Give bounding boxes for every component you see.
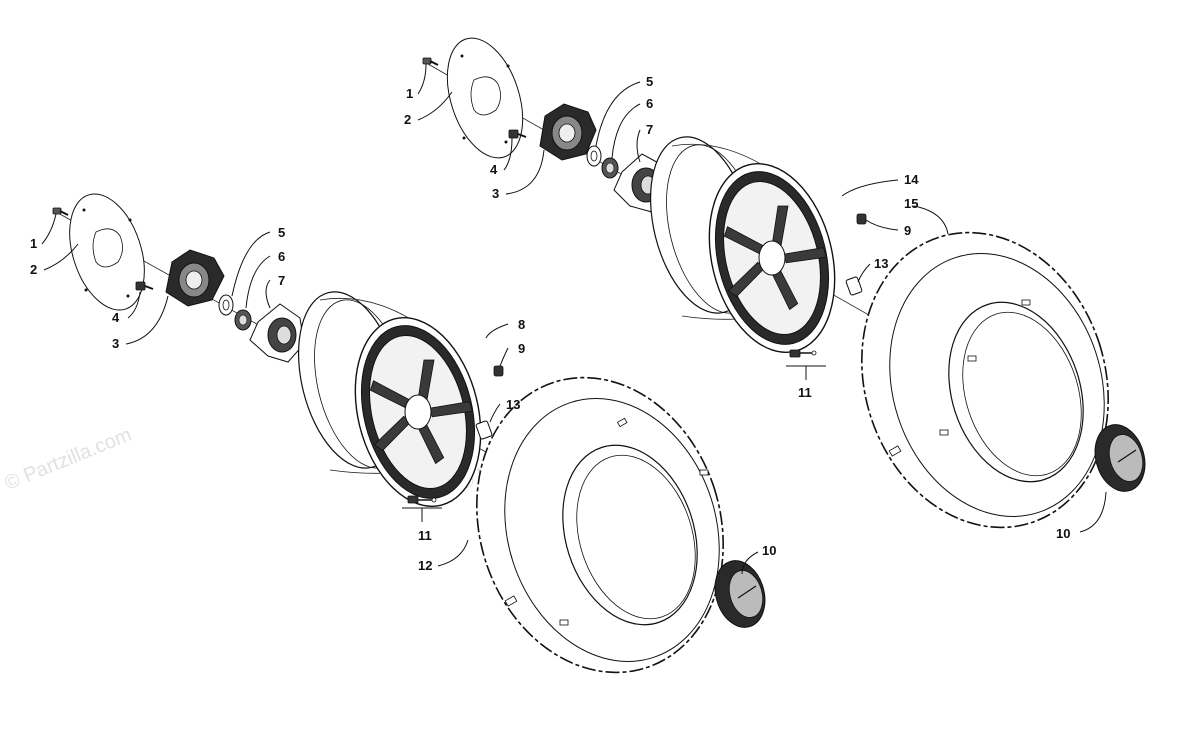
callout-6-left: 6: [278, 249, 285, 264]
lug-nut-right: [856, 213, 867, 225]
callout-2-left: 2: [30, 262, 37, 277]
tire-left: [476, 376, 724, 674]
washer-left: [218, 294, 234, 316]
callout-13-left: 13: [506, 397, 520, 412]
callout-12-left: 12: [418, 558, 432, 573]
hub-cap-left: [714, 560, 766, 628]
brake-disc-right: [446, 37, 524, 159]
callout-labels: 1 2 4 3 5 6 7 8 9 13 11 12 10 1 2 4 3 5 …: [30, 74, 1070, 573]
valve-stem-right: [786, 349, 826, 380]
washer-right: [586, 145, 602, 167]
brake-disc-left: [69, 193, 145, 311]
callout-2-right: 2: [404, 112, 411, 127]
hub-right: [539, 103, 597, 161]
callout-10-right: 10: [1056, 526, 1070, 541]
callout-1-left: 1: [30, 236, 37, 251]
bolt-left: [52, 207, 69, 216]
callout-11-right: 11: [798, 385, 812, 400]
hub-cap-right: [1094, 424, 1146, 492]
lug-nut-left: [493, 365, 504, 377]
bolt-right: [422, 57, 439, 66]
tire-right: [861, 231, 1109, 529]
hub-flange-left: [249, 303, 305, 363]
callout-11-left: 11: [418, 528, 432, 543]
wheel-stud-left: [475, 420, 493, 440]
stud-left: [135, 281, 154, 291]
callout-9-left: 9: [518, 341, 525, 356]
leader-lines: [41, 63, 1107, 575]
wheel-rim-right: [649, 136, 836, 353]
hub-left: [165, 249, 225, 307]
callout-5-left: 5: [278, 225, 285, 240]
callout-10-left: 10: [762, 543, 776, 558]
callout-9-right: 9: [904, 223, 911, 238]
callout-4-right: 4: [490, 162, 498, 177]
valve-stem-left: [402, 495, 442, 522]
callout-4-left: 4: [112, 310, 120, 325]
callout-5-right: 5: [646, 74, 653, 89]
wheel-stud-right: [845, 276, 863, 296]
nut-left: [234, 309, 252, 331]
callout-6-right: 6: [646, 96, 653, 111]
nut-right: [601, 157, 619, 179]
callout-13-right: 13: [874, 256, 888, 271]
watermark-text: © Partzilla.com: [2, 424, 135, 495]
callout-14-right: 14: [904, 172, 919, 187]
callout-3-right: 3: [492, 186, 499, 201]
wheel-rim-left: [297, 291, 482, 507]
callout-15-right: 15: [904, 196, 918, 211]
stud-right: [508, 129, 527, 139]
callout-3-left: 3: [112, 336, 119, 351]
callout-1-right: 1: [406, 86, 413, 101]
callout-7-left: 7: [278, 273, 285, 288]
callout-7-right: 7: [646, 122, 653, 137]
callout-8-left: 8: [518, 317, 525, 332]
